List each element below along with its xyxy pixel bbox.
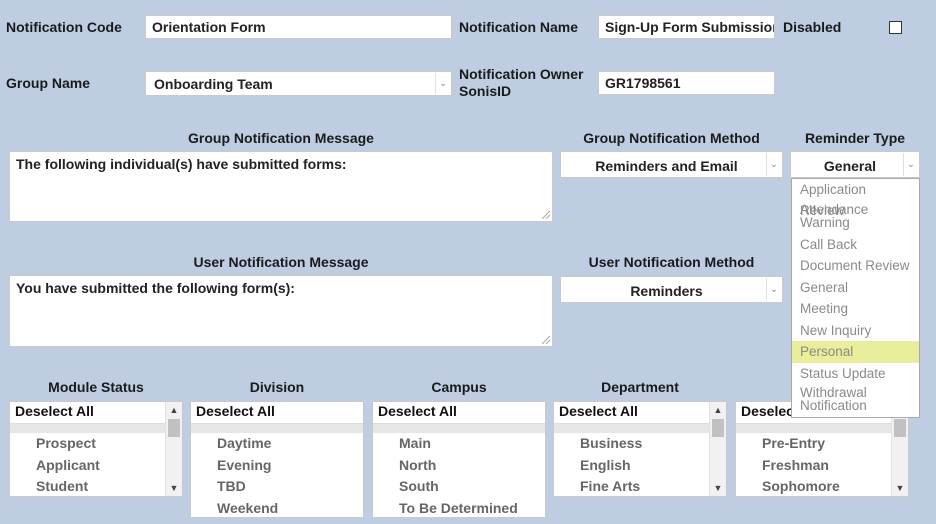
user-method-value: Reminders bbox=[630, 283, 703, 299]
campus-listbox[interactable]: Deselect All Main North South To Be Dete… bbox=[372, 401, 546, 518]
group-name-value: Onboarding Team bbox=[154, 76, 273, 92]
group-name-label: Group Name bbox=[6, 75, 91, 91]
reminder-type-select[interactable]: General ⌄ bbox=[790, 151, 920, 178]
list-item[interactable]: TBD bbox=[217, 478, 246, 494]
resize-grip-icon[interactable] bbox=[542, 211, 550, 219]
dropdown-option[interactable]: Meeting bbox=[800, 301, 849, 316]
scroll-up-icon[interactable]: ▲ bbox=[169, 405, 179, 415]
scrollbar[interactable]: ▲ ▼ bbox=[709, 402, 726, 496]
notification-name-label: Notification Name bbox=[459, 19, 579, 35]
user-message-text: You have submitted the following form(s)… bbox=[16, 280, 295, 296]
list-item[interactable]: To Be Determined bbox=[399, 499, 518, 516]
scroll-thumb[interactable] bbox=[712, 419, 724, 437]
dropdown-option[interactable]: Application Review bbox=[800, 182, 867, 218]
list-item[interactable]: Prospect bbox=[36, 435, 96, 451]
list-item[interactable]: Business bbox=[580, 435, 643, 451]
dropdown-option[interactable]: Document Review bbox=[800, 258, 910, 273]
department-listbox[interactable]: Deselect All Business English Fine Arts … bbox=[553, 401, 727, 497]
chevron-down-icon: ⌄ bbox=[903, 153, 918, 176]
dropdown-option[interactable]: Withdrawal Notification bbox=[800, 385, 867, 413]
group-message-label: Group Notification Message bbox=[188, 130, 374, 146]
reminder-type-dropdown[interactable]: Application Review Attendance Warning Ca… bbox=[791, 178, 920, 418]
disabled-label: Disabled bbox=[783, 19, 842, 35]
list-item[interactable]: Pre-Entry bbox=[762, 435, 826, 451]
list-item[interactable]: Applicant bbox=[36, 456, 100, 473]
scroll-down-icon[interactable]: ▼ bbox=[169, 483, 179, 493]
dropdown-option[interactable]: General bbox=[800, 279, 849, 295]
notification-code-label: Notification Code bbox=[6, 19, 122, 35]
list-item[interactable]: Student bbox=[36, 478, 89, 494]
scroll-thumb[interactable] bbox=[168, 419, 180, 437]
scroll-thumb[interactable] bbox=[894, 419, 906, 437]
notification-owner-label-line2: SonisID bbox=[459, 83, 512, 99]
notification-code-field[interactable]: Orientation Form bbox=[145, 15, 452, 39]
notification-owner-label: Notification Owner SonisID bbox=[459, 66, 583, 100]
disabled-checkbox[interactable] bbox=[889, 21, 902, 34]
campus-label: Campus bbox=[431, 379, 487, 395]
group-method-select[interactable]: Reminders and Email ⌄ bbox=[560, 151, 783, 178]
notification-owner-label-line1: Notification Owner bbox=[459, 66, 584, 82]
user-message-label: User Notification Message bbox=[193, 254, 369, 270]
chevron-down-icon: ⌄ bbox=[435, 73, 450, 94]
list-item[interactable]: Fine Arts bbox=[580, 478, 641, 494]
list-item[interactable]: Evening bbox=[217, 456, 272, 473]
module-status-listbox[interactable]: Deselect All Prospect Applicant Student … bbox=[9, 401, 183, 497]
division-label: Division bbox=[249, 379, 305, 395]
group-name-select[interactable]: Onboarding Team ⌄ bbox=[145, 71, 452, 96]
dropdown-option[interactable]: Status Update bbox=[800, 365, 886, 381]
chevron-down-icon: ⌄ bbox=[766, 153, 781, 176]
module-status-label: Module Status bbox=[48, 379, 144, 395]
list-item[interactable]: Main bbox=[399, 435, 431, 451]
list-item[interactable]: Weekend bbox=[217, 499, 279, 516]
list-item[interactable]: Sophomore bbox=[762, 478, 840, 494]
user-message-textarea[interactable]: You have submitted the following form(s)… bbox=[9, 275, 553, 347]
scroll-up-icon[interactable]: ▲ bbox=[713, 405, 723, 415]
scroll-down-icon[interactable]: ▼ bbox=[895, 483, 905, 493]
list-item[interactable]: South bbox=[399, 478, 439, 494]
group-message-text: The following individual(s) have submitt… bbox=[16, 156, 347, 172]
dropdown-option[interactable]: Attendance Warning bbox=[800, 201, 869, 230]
group-method-value: Reminders and Email bbox=[595, 158, 738, 174]
notification-owner-field[interactable]: GR1798561 bbox=[598, 71, 775, 95]
list-item[interactable]: Daytime bbox=[217, 435, 272, 451]
dropdown-option-highlighted[interactable]: Personal bbox=[792, 341, 919, 363]
dropdown-option[interactable]: New Inquiry bbox=[800, 322, 872, 338]
scroll-down-icon[interactable]: ▼ bbox=[713, 483, 723, 493]
user-method-label: User Notification Method bbox=[588, 254, 755, 270]
list-item[interactable]: English bbox=[580, 456, 631, 473]
division-deselect-all[interactable]: Deselect All bbox=[191, 402, 363, 424]
chevron-down-icon: ⌄ bbox=[766, 278, 781, 301]
department-label: Department bbox=[601, 379, 679, 395]
user-method-select[interactable]: Reminders ⌄ bbox=[560, 276, 783, 303]
dropdown-option[interactable]: Call Back bbox=[800, 236, 858, 252]
division-listbox[interactable]: Deselect All Daytime Evening TBD Weekend bbox=[190, 401, 364, 518]
campus-deselect-all[interactable]: Deselect All bbox=[373, 402, 545, 424]
reminder-type-label: Reminder Type bbox=[804, 130, 906, 146]
notification-name-field[interactable]: Sign-Up Form Submission bbox=[598, 15, 775, 39]
list-item[interactable]: Freshman bbox=[762, 456, 829, 473]
scrollbar[interactable]: ▲ ▼ bbox=[165, 402, 182, 496]
group-method-label: Group Notification Method bbox=[583, 130, 760, 146]
list-item[interactable]: North bbox=[399, 456, 437, 473]
resize-grip-icon[interactable] bbox=[542, 336, 550, 344]
group-message-textarea[interactable]: The following individual(s) have submitt… bbox=[9, 151, 553, 222]
module-status-deselect-all[interactable]: Deselect All bbox=[10, 402, 182, 424]
reminder-type-value: General bbox=[823, 158, 877, 174]
department-deselect-all[interactable]: Deselect All bbox=[554, 402, 726, 424]
